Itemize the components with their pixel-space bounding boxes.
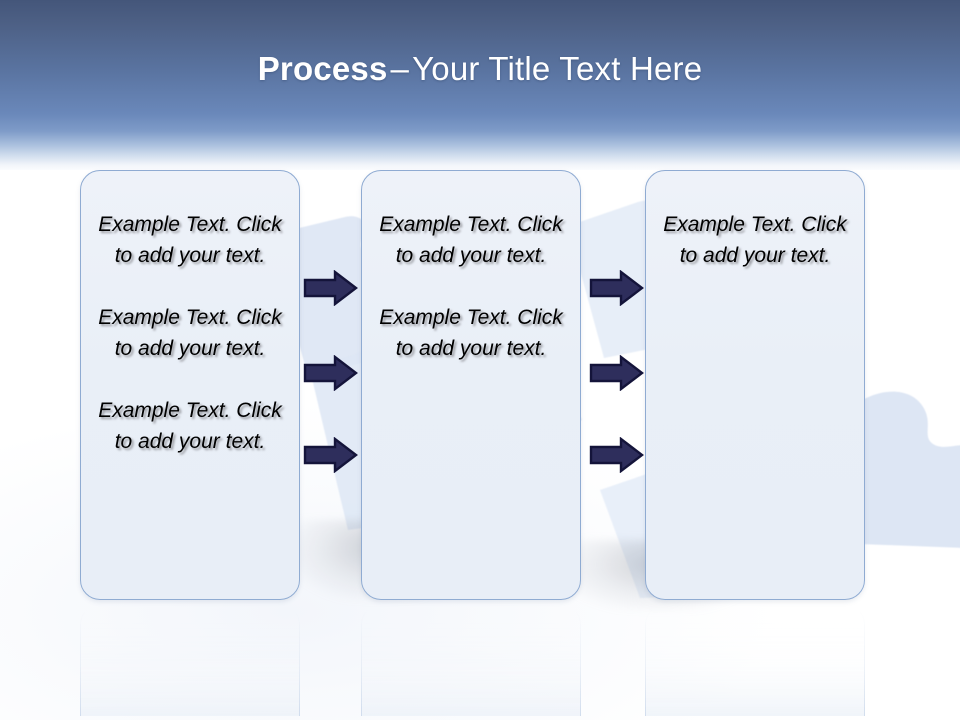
box-reflection <box>80 604 300 716</box>
process-box-1[interactable]: Example Text. Click to add your text. Ex… <box>80 170 300 600</box>
right-arrow-icon[interactable] <box>589 270 644 306</box>
page-title-light: Your Title Text Here <box>412 50 703 87</box>
page-title: Process–Your Title Text Here <box>0 49 960 89</box>
right-arrow-icon[interactable] <box>303 270 358 306</box>
process-box-2-text: Example Text. Click to add your text. Ex… <box>374 209 568 364</box>
placeholder-paragraph[interactable]: Example Text. Click to add your text. <box>98 213 282 267</box>
puzzle-piece-icon <box>845 378 960 558</box>
placeholder-paragraph[interactable]: Example Text. Click to add your text. <box>379 306 563 360</box>
placeholder-paragraph[interactable]: Example Text. Click to add your text. <box>98 306 282 360</box>
right-arrow-icon[interactable] <box>589 437 644 473</box>
process-box-3[interactable]: Example Text. Click to add your text. <box>645 170 865 600</box>
page-title-strong: Process <box>257 50 388 87</box>
page-title-dash: – <box>390 50 410 87</box>
right-arrow-icon[interactable] <box>303 437 358 473</box>
process-box-1-text: Example Text. Click to add your text. Ex… <box>93 209 287 457</box>
placeholder-paragraph[interactable]: Example Text. Click to add your text. <box>663 213 847 267</box>
box-reflection <box>645 604 865 716</box>
process-box-2[interactable]: Example Text. Click to add your text. Ex… <box>361 170 581 600</box>
right-arrow-icon[interactable] <box>589 355 644 391</box>
placeholder-paragraph[interactable]: Example Text. Click to add your text. <box>379 213 563 267</box>
box-reflection <box>361 604 581 716</box>
header-band <box>0 0 960 170</box>
right-arrow-icon[interactable] <box>303 355 358 391</box>
process-box-3-text: Example Text. Click to add your text. <box>658 209 852 271</box>
placeholder-paragraph[interactable]: Example Text. Click to add your text. <box>98 399 282 453</box>
